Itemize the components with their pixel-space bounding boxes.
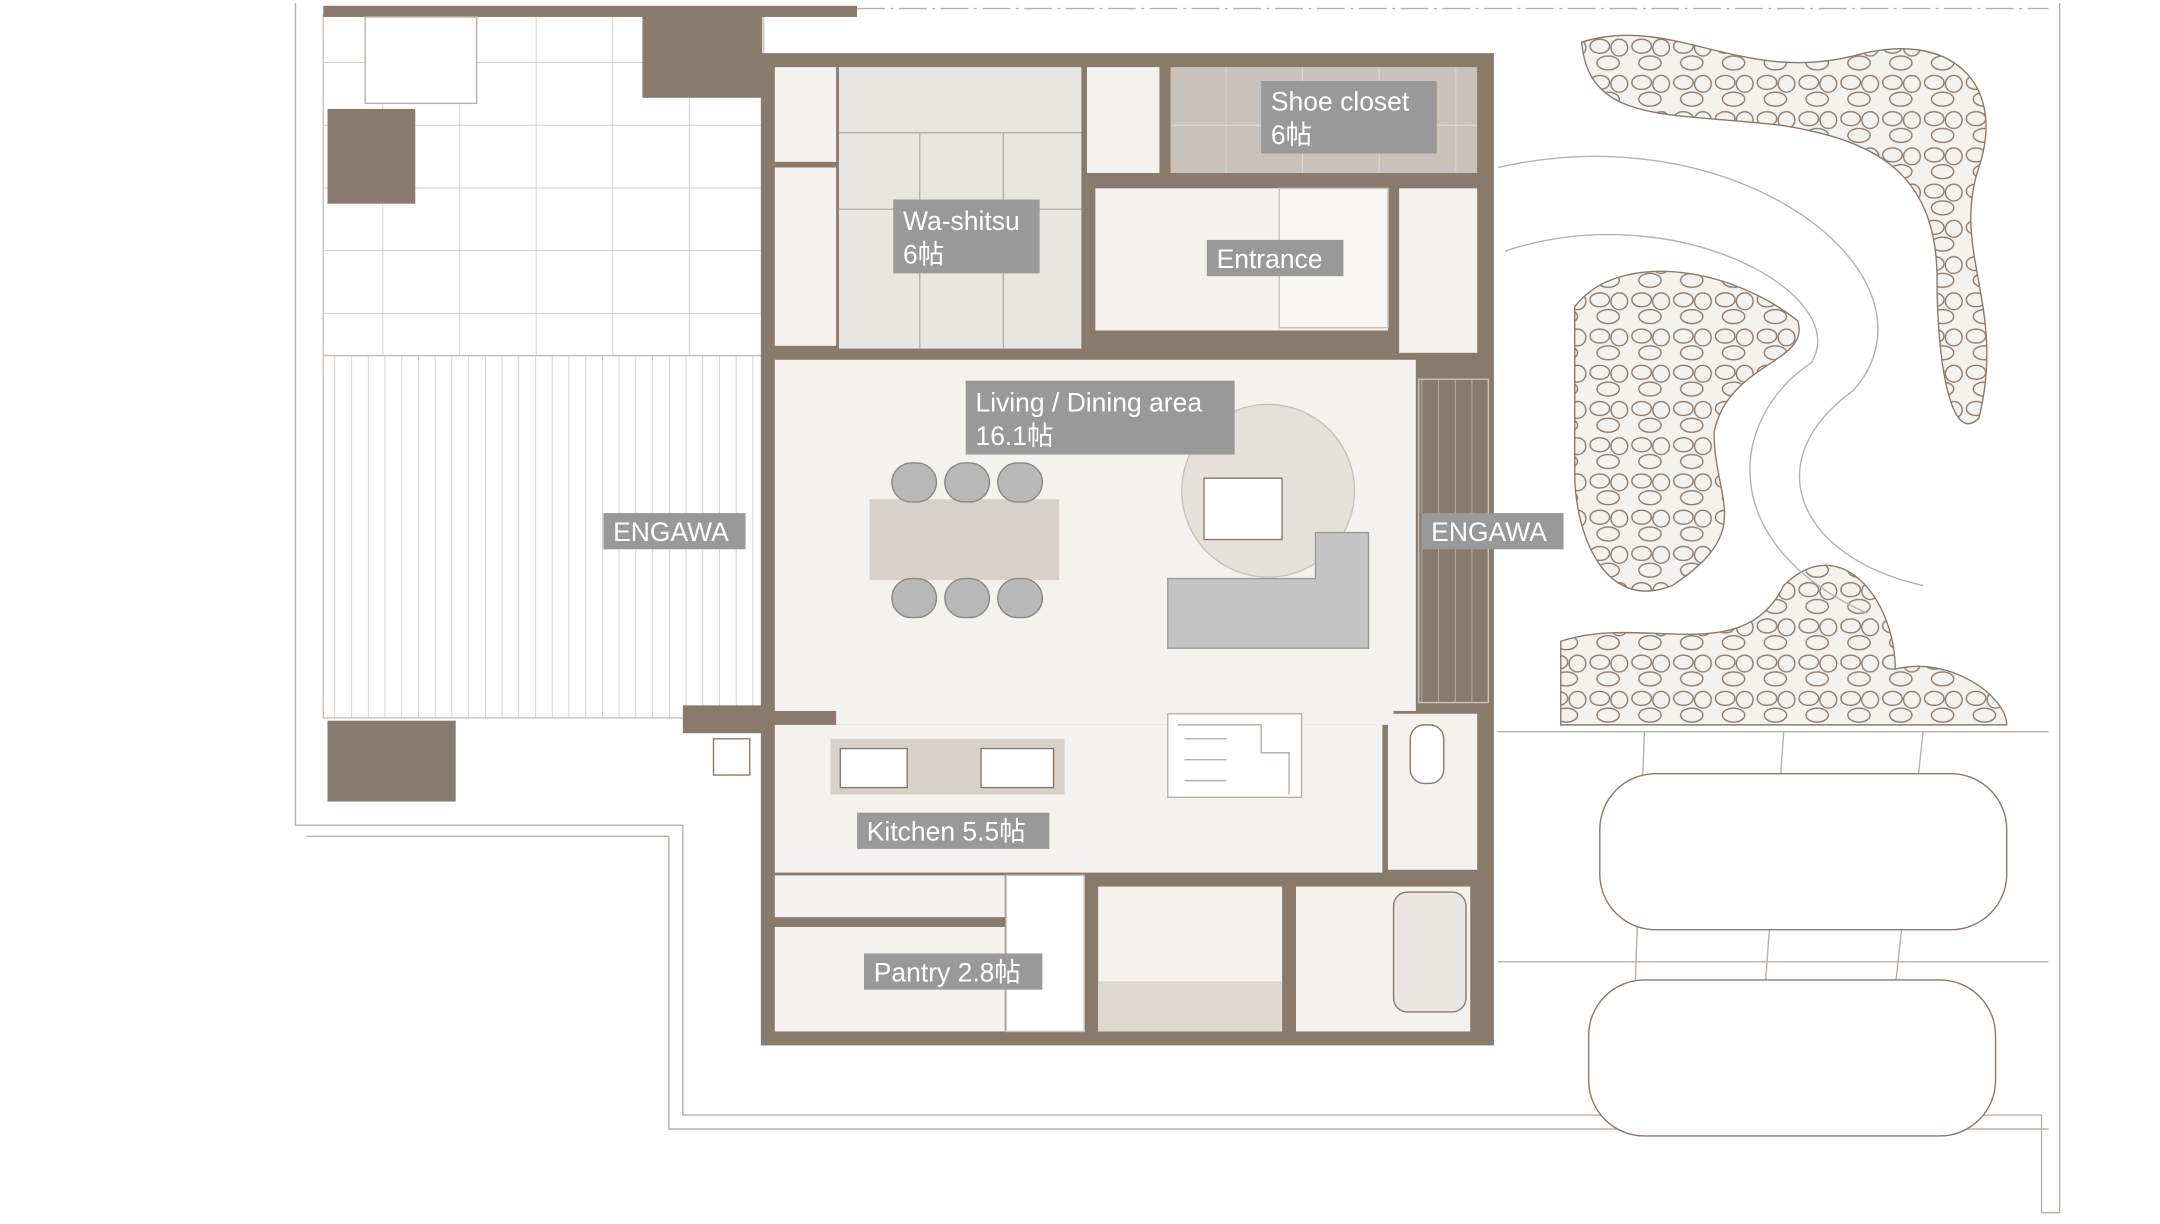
site-boundary bbox=[294, 3, 2061, 1214]
svg-text:Shoe closet: Shoe closet bbox=[1271, 86, 1410, 116]
kitchen-counter bbox=[712, 738, 1065, 795]
svg-text:Living / Dining area: Living / Dining area bbox=[975, 387, 1202, 417]
svg-text:Pantry 2.8帖: Pantry 2.8帖 bbox=[874, 957, 1021, 987]
label-shoe-closet: Shoe closet 6帖 bbox=[1261, 81, 1437, 154]
label-engawa-left: ENGAWA bbox=[603, 513, 746, 550]
terrace-tiled bbox=[322, 5, 858, 357]
car-1 bbox=[1599, 772, 2008, 931]
rooms bbox=[774, 67, 1478, 1033]
svg-text:Entrance: Entrance bbox=[1217, 244, 1323, 274]
garden bbox=[1497, 34, 2008, 726]
svg-text:6帖: 6帖 bbox=[1271, 120, 1312, 150]
label-engawa-right: ENGAWA bbox=[1421, 513, 1564, 550]
label-washitsu: Wa-shitsu 6帖 bbox=[893, 199, 1040, 274]
car-2 bbox=[1587, 979, 1997, 1137]
svg-text:Wa-shitsu: Wa-shitsu bbox=[903, 206, 1020, 236]
svg-text:ENGAWA: ENGAWA bbox=[1431, 517, 1547, 547]
engawa-left-deck bbox=[322, 354, 920, 802]
svg-text:6帖: 6帖 bbox=[903, 240, 944, 270]
label-kitchen: Kitchen 5.5帖 bbox=[857, 812, 1050, 849]
label-pantry: Pantry 2.8帖 bbox=[864, 953, 1043, 990]
toilet bbox=[1409, 724, 1445, 785]
dining-set bbox=[869, 462, 1060, 619]
svg-text:16.1帖: 16.1帖 bbox=[975, 421, 1053, 451]
svg-text:Kitchen 5.5帖: Kitchen 5.5帖 bbox=[867, 817, 1026, 847]
label-living-dining: Living / Dining area 16.1帖 bbox=[965, 380, 1235, 455]
staircase bbox=[1167, 713, 1303, 799]
parking bbox=[1498, 731, 2049, 1137]
label-entrance: Entrance bbox=[1206, 239, 1344, 277]
svg-text:ENGAWA: ENGAWA bbox=[613, 517, 729, 547]
